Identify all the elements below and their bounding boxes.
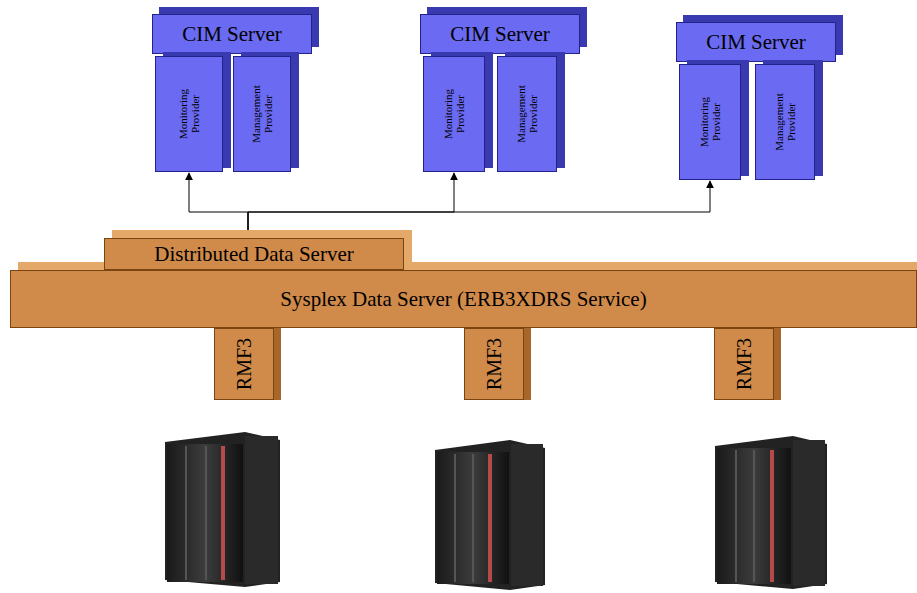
- node-label: RMF3: [233, 338, 256, 390]
- node-label: Monitoring Provider: [442, 78, 466, 150]
- distributed-data-server: Distributed Data Server: [104, 238, 404, 270]
- node-label: RMF3: [483, 338, 506, 390]
- server-title: CIM Server: [676, 22, 836, 62]
- rmf-box: RMF3: [714, 328, 774, 400]
- node-label: Management Provider: [773, 86, 797, 158]
- data-connector: [248, 181, 710, 238]
- data-connector: [248, 173, 454, 238]
- mainframe: [165, 432, 280, 587]
- node-label: RMF3: [733, 338, 756, 390]
- node-label: Management Provider: [250, 78, 274, 150]
- provider-box: Management Provider: [755, 64, 815, 180]
- provider-box: Monitoring Provider: [679, 64, 741, 180]
- provider-box: Monitoring Provider: [155, 56, 223, 172]
- server-title: CIM Server: [420, 14, 580, 54]
- provider-box: Monitoring Provider: [423, 56, 485, 172]
- cim-server: CIM ServerMonitoring Provider Management …: [152, 14, 312, 172]
- rmf-box: RMF3: [464, 328, 524, 400]
- mainframe: [435, 440, 545, 590]
- provider-box: Management Provider: [233, 56, 291, 172]
- server-title: CIM Server: [152, 14, 312, 54]
- cim-server: CIM ServerMonitoring Provider Management …: [420, 14, 580, 172]
- node-label: Monitoring Provider: [698, 86, 722, 158]
- data-connector: [189, 173, 248, 238]
- provider-box: Management Provider: [497, 56, 557, 172]
- node-label: Sysplex Data Server (ERB3XDRS Service): [280, 287, 646, 312]
- sysplex-band: Sysplex Data Server (ERB3XDRS Service): [10, 270, 917, 328]
- node-label: Monitoring Provider: [177, 78, 201, 150]
- node-label: Distributed Data Server: [154, 242, 353, 267]
- node-label: Management Provider: [515, 78, 539, 150]
- mainframe: [715, 436, 827, 589]
- rmf-box: RMF3: [214, 328, 274, 400]
- cim-server: CIM ServerMonitoring Provider Management …: [676, 22, 836, 180]
